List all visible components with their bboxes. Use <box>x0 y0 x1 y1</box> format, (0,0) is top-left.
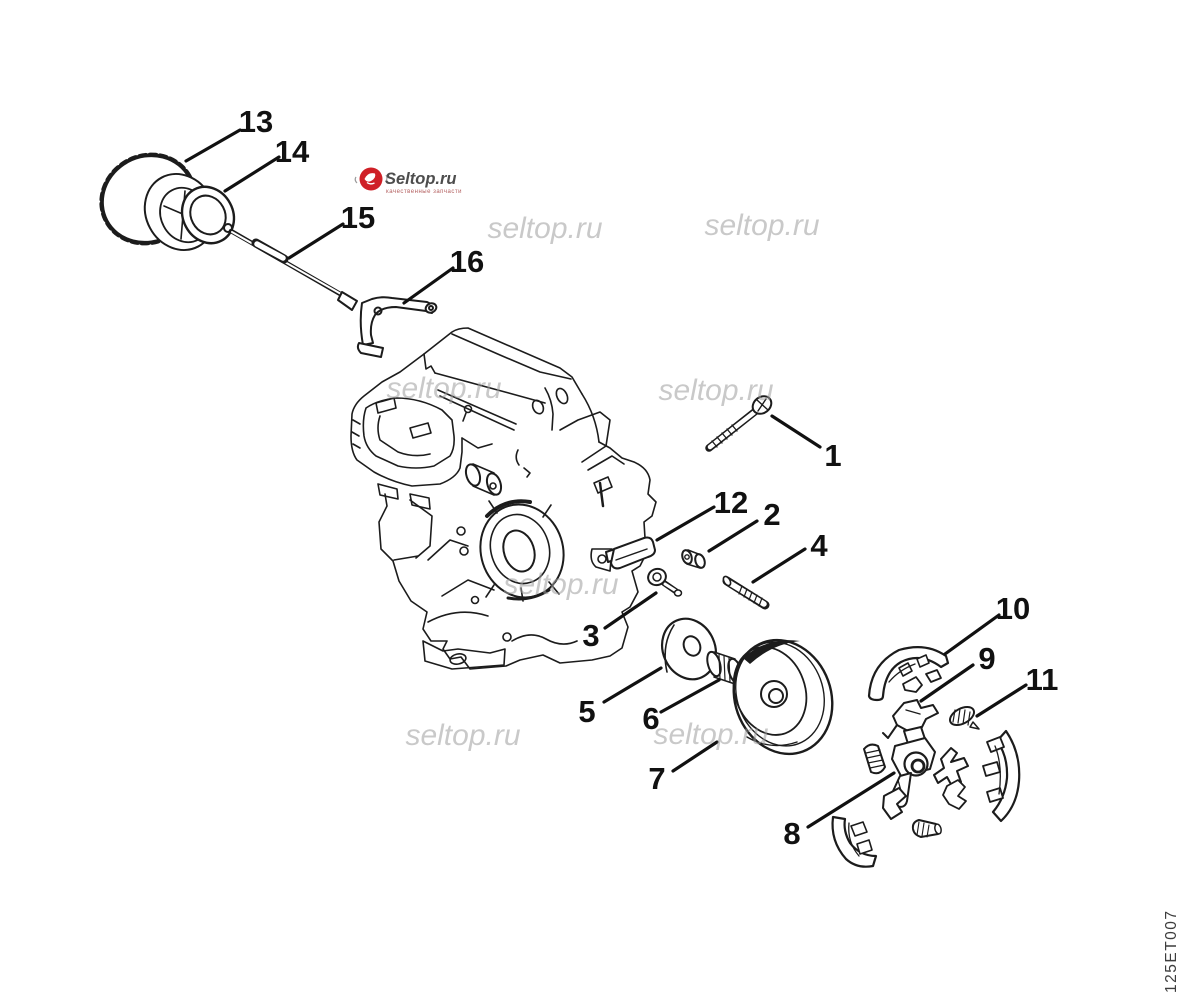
crankcase-line-art <box>350 327 657 670</box>
callout-12: 12 <box>714 485 748 520</box>
part-8-clutch-assembly <box>831 726 1021 868</box>
watermark: seltop.ru <box>704 209 819 242</box>
callout-16: 16 <box>450 244 484 279</box>
logo-glyph <box>364 173 376 182</box>
watermark: seltop.ru <box>653 718 768 751</box>
part-3-plug <box>647 567 683 597</box>
part-5-washer <box>661 617 717 681</box>
loose-parts-art <box>99 152 1021 868</box>
part-6-needle-bearing <box>706 650 743 685</box>
callout-9: 9 <box>978 641 995 676</box>
callout-numbers: 1 2 3 4 5 6 7 8 9 10 11 12 13 14 15 16 <box>239 104 1059 851</box>
part-9-lever <box>882 699 939 739</box>
logo-glyph-stroke <box>366 181 375 185</box>
watermark: seltop.ru <box>405 719 520 752</box>
watermarks: seltop.ru seltop.ru seltop.ru seltop.ru … <box>386 209 819 752</box>
callout-2: 2 <box>763 497 780 532</box>
part-14-ring <box>180 185 236 245</box>
part-2-sleeve <box>681 549 706 569</box>
callout-3: 3 <box>582 618 599 653</box>
part-12-bar <box>605 536 656 570</box>
logo-tagline: качественные запчасти <box>386 189 462 195</box>
callout-11: 11 <box>1026 662 1059 697</box>
callout-6: 6 <box>642 701 659 736</box>
watermark: seltop.ru <box>386 372 501 405</box>
callout-5: 5 <box>578 694 595 729</box>
callout-8: 8 <box>783 816 800 851</box>
callout-14: 14 <box>275 134 310 169</box>
part-11-nut <box>948 705 980 730</box>
leader-lines <box>184 128 1028 829</box>
callout-13: 13 <box>239 104 273 139</box>
watermark: seltop.ru <box>487 212 602 245</box>
part-1-bolt <box>705 395 773 452</box>
part-7-clutch-drum <box>732 638 834 756</box>
callout-15: 15 <box>341 200 375 235</box>
watermark: seltop.ru <box>658 374 773 407</box>
part-4-stud <box>722 575 770 610</box>
seltop-logo: Seltop.ru качественные запчасти <box>354 167 462 195</box>
callout-4: 4 <box>810 528 828 563</box>
part-15-rod <box>223 223 358 311</box>
logo-side-marks <box>354 174 388 184</box>
part-10-clutch-shoe <box>867 645 950 702</box>
callout-7: 7 <box>648 761 665 796</box>
callout-10: 10 <box>996 591 1030 626</box>
part-16-lever <box>356 296 438 358</box>
watermark: seltop.ru <box>503 568 618 601</box>
logo-text: Seltop.ru <box>385 170 457 188</box>
callout-1: 1 <box>824 438 841 473</box>
plate-code: 125ET007 <box>1163 909 1180 993</box>
